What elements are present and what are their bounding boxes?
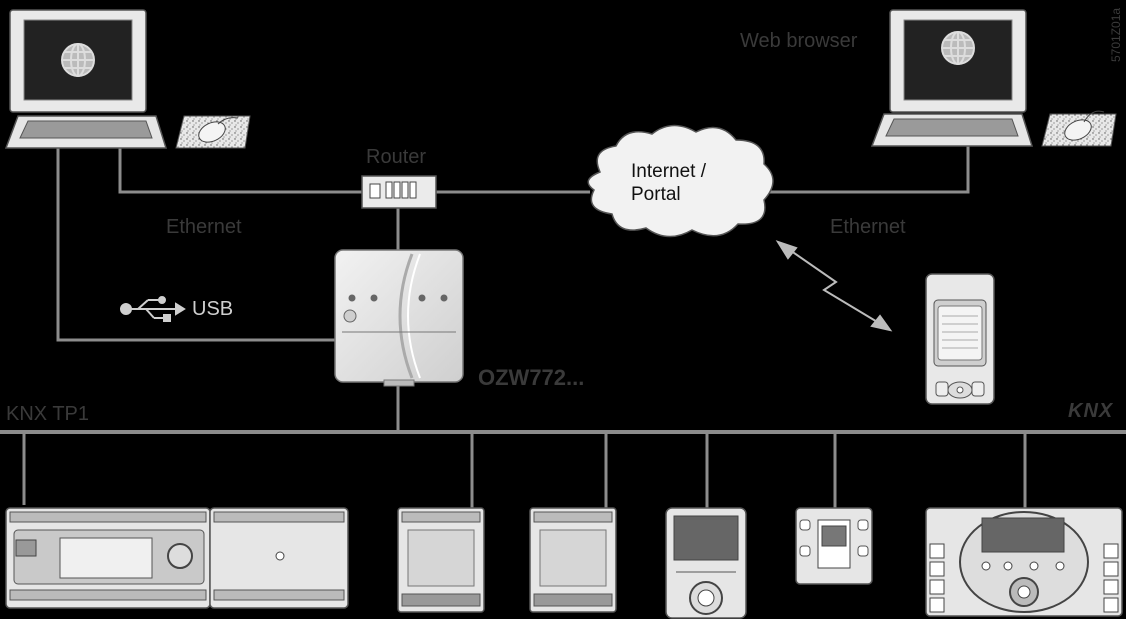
ethernet-label-left: Ethernet bbox=[166, 216, 242, 238]
ozw772-label: OZW772... bbox=[478, 365, 585, 390]
room-unit-dial bbox=[665, 507, 747, 619]
globe-icon bbox=[61, 43, 95, 77]
mouse-icon bbox=[198, 117, 239, 143]
connection-lines bbox=[0, 146, 1126, 508]
knx-tp1-label: KNX TP1 bbox=[6, 403, 89, 425]
router-device bbox=[361, 175, 437, 209]
ethernet-label-right: Ethernet bbox=[830, 216, 906, 238]
usb-icon bbox=[120, 296, 186, 322]
wireless-link-arrow bbox=[775, 240, 893, 332]
mouse-icon bbox=[1064, 110, 1105, 141]
knx-logo: KNX bbox=[1068, 400, 1114, 422]
cloud-icon bbox=[587, 124, 774, 238]
portal-label: Portal bbox=[631, 184, 681, 205]
knx-module-1 bbox=[397, 507, 485, 613]
globe-icon bbox=[941, 31, 975, 65]
figure-id: 5701Z01a bbox=[1109, 7, 1123, 62]
knx-controller-large bbox=[5, 507, 349, 609]
mobile-device bbox=[925, 273, 995, 405]
internet-label: Internet / bbox=[631, 161, 706, 182]
knx-module-2 bbox=[529, 507, 617, 613]
left-keyboard-keys bbox=[19, 120, 153, 139]
right-computer bbox=[870, 9, 1117, 147]
operator-panel bbox=[925, 507, 1123, 617]
right-keyboard-keys bbox=[885, 118, 1019, 137]
web-browser-label: Web browser bbox=[740, 30, 858, 52]
usb-label: USB bbox=[192, 298, 234, 320]
usb-line bbox=[56, 148, 335, 342]
ethernet-line-left bbox=[118, 148, 362, 194]
ozw772-web-server bbox=[334, 249, 464, 387]
left-computer bbox=[4, 9, 251, 149]
ethernet-line-right bbox=[770, 146, 970, 194]
router-label: Router bbox=[366, 146, 427, 168]
room-unit-display bbox=[795, 507, 873, 585]
